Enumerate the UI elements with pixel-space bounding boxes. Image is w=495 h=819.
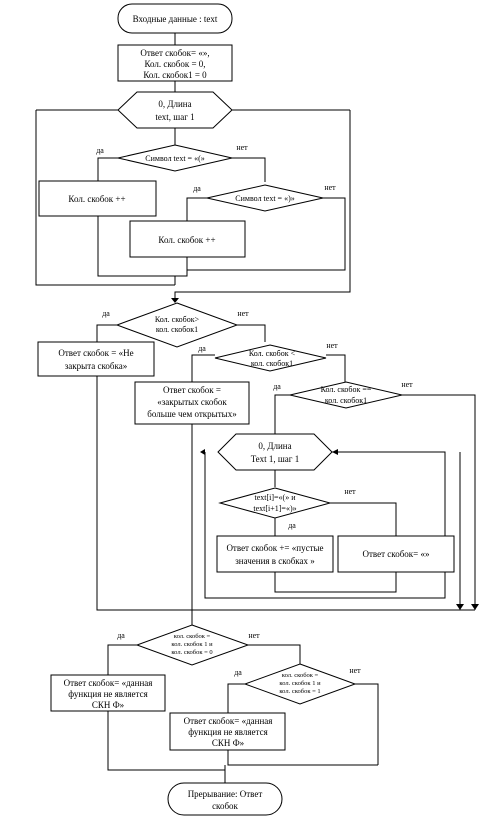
decision-1: Символ text = «(» да нет: [96, 143, 248, 172]
proc-not-closed-line1: Ответ скобок = «Не: [58, 348, 133, 358]
dec8-no: нет: [349, 666, 361, 675]
dec8-line1: кол. скобок =: [282, 672, 319, 679]
proc-inc1-label: Кол. скобок ++: [158, 235, 215, 245]
loop2-line1: 0, Длина: [258, 441, 291, 451]
proc-more-closed-line1: Ответ скобок =: [163, 385, 221, 395]
proc-not-func-line3: СКН Ф»: [92, 700, 124, 710]
dec8-line2: кол. скобок 1 и: [279, 680, 321, 687]
dec7-yes: да: [117, 631, 125, 640]
dec5-yes: да: [273, 382, 281, 391]
dec6-line2: text[i+1]=«)»: [253, 504, 296, 513]
start-terminal: Входные данные : text: [117, 3, 233, 34]
proc-more-closed-line2: «закрытых скобок: [157, 397, 227, 407]
dec3-line2: кол. скобок1: [156, 325, 198, 334]
decision-8: кол. скобок = кол. скобок 1 и кол. скобо…: [234, 663, 361, 705]
init-line1: Ответ скобок= «»,: [140, 48, 209, 58]
loop2-hexagon: 0, Длина Text 1, шаг 1: [217, 433, 333, 471]
process-not-closed: Ответ скобок = «Не закрыта скобка»: [37, 341, 155, 377]
decision-3: Кол. скобок> кол. скобок1 да нет: [102, 302, 249, 348]
dec7-line2: кол. скобок 1 и: [171, 641, 213, 648]
dec7-line3: кол. скобок = 0: [171, 649, 212, 656]
dec3-no: нет: [237, 309, 249, 318]
dec6-line1: text[i]=«(» и: [254, 493, 296, 502]
dec8-line3: кол. скобок = 1: [279, 688, 320, 695]
proc-not-closed-line2: закрыта скобка»: [65, 361, 127, 371]
dec5-line2: кол. скобок1: [325, 396, 367, 405]
dec3-line1: Кол. скобок>: [155, 315, 200, 324]
proc-empty-line1: Ответ скобок += «пустые: [226, 543, 323, 553]
dec4-line2: кол. скобок1: [251, 359, 293, 368]
loop2-line2: Text 1, шаг 1: [251, 454, 299, 464]
process-inc1: Кол. скобок ++: [129, 220, 246, 258]
connectors: [35, 33, 476, 783]
dec4-line1: Кол. скобок <: [249, 349, 296, 358]
decision-6: text[i]=«(» и text[i+1]=«)» да нет: [218, 487, 356, 530]
proc-not-func2-line2: функция не является: [188, 727, 267, 737]
dec7-line1: кол. скобок =: [174, 633, 211, 640]
decision-2: Символ text = «)» да нет: [193, 183, 336, 212]
process-blank: Ответ скобок= «»: [337, 535, 455, 573]
dec4-no: нет: [326, 341, 338, 350]
proc-blank-label: Ответ скобок= «»: [363, 549, 430, 559]
dec3-yes: да: [102, 309, 110, 318]
end-line2: скобок: [212, 801, 238, 811]
proc-not-func-line1: Ответ скобок= «данная: [64, 678, 153, 688]
dec5-no: нет: [401, 380, 413, 389]
dec6-yes: да: [288, 521, 296, 530]
proc-not-func2-line3: СКН Ф»: [212, 738, 244, 748]
proc-not-func-line2: функция не является: [68, 689, 147, 699]
proc-empty-line2: значения в скобках »: [235, 556, 315, 566]
end-line1: Прерывание: Ответ: [188, 789, 263, 799]
loop1-line1: 0, Длина: [158, 99, 191, 109]
dec4-yes: да: [198, 344, 206, 353]
proc-inc-label: Кол. скобок ++: [68, 194, 125, 204]
decision-4: Кол. скобок < кол. скобок1 да нет: [198, 341, 338, 372]
process-not-function: Ответ скобок= «данная функция не являетс…: [50, 674, 166, 712]
arrowheads: [171, 298, 479, 610]
loop1-hexagon: 0, Длина text, шаг 1: [117, 91, 233, 129]
dec1-label: Символ text = «(»: [145, 154, 204, 163]
dec6-no: нет: [344, 487, 356, 496]
dec2-yes: да: [193, 184, 201, 193]
dec2-no: нет: [324, 183, 336, 192]
start-label: Входные данные : text: [133, 14, 218, 24]
loop1-line2: text, шаг 1: [155, 112, 194, 122]
proc-not-func2-line1: Ответ скобок= «данная: [184, 716, 273, 726]
dec8-yes: да: [234, 668, 242, 677]
process-not-function-2: Ответ скобок= «данная функция не являетс…: [169, 712, 286, 751]
process-more-closed: Ответ скобок = «закрытых скобок больше ч…: [134, 381, 250, 425]
process-empty-values: Ответ скобок += «пустые значения в скобк…: [216, 535, 334, 573]
process-inc: Кол. скобок ++: [38, 180, 157, 217]
dec1-no: нет: [236, 143, 248, 152]
dec5-line1: Кол. скобок ==: [321, 385, 372, 394]
dec7-no: нет: [248, 631, 260, 640]
dec1-yes: да: [96, 146, 104, 155]
init-block: Ответ скобок= «», Кол. скобок = 0, Кол. …: [117, 44, 233, 82]
dec2-label: Символ text = «)»: [235, 194, 294, 203]
end-terminal: Прерывание: Ответ скобок: [167, 782, 283, 816]
init-line3: Кол. скобок1 = 0: [143, 70, 207, 80]
proc-more-closed-line3: больше чем открытых»: [147, 409, 236, 419]
decision-5: Кол. скобок == кол. скобок1 да нет: [273, 380, 413, 409]
init-line2: Кол. скобок = 0,: [144, 59, 205, 69]
decision-7: кол. скобок = кол. скобок 1 и кол. скобо…: [117, 624, 260, 666]
